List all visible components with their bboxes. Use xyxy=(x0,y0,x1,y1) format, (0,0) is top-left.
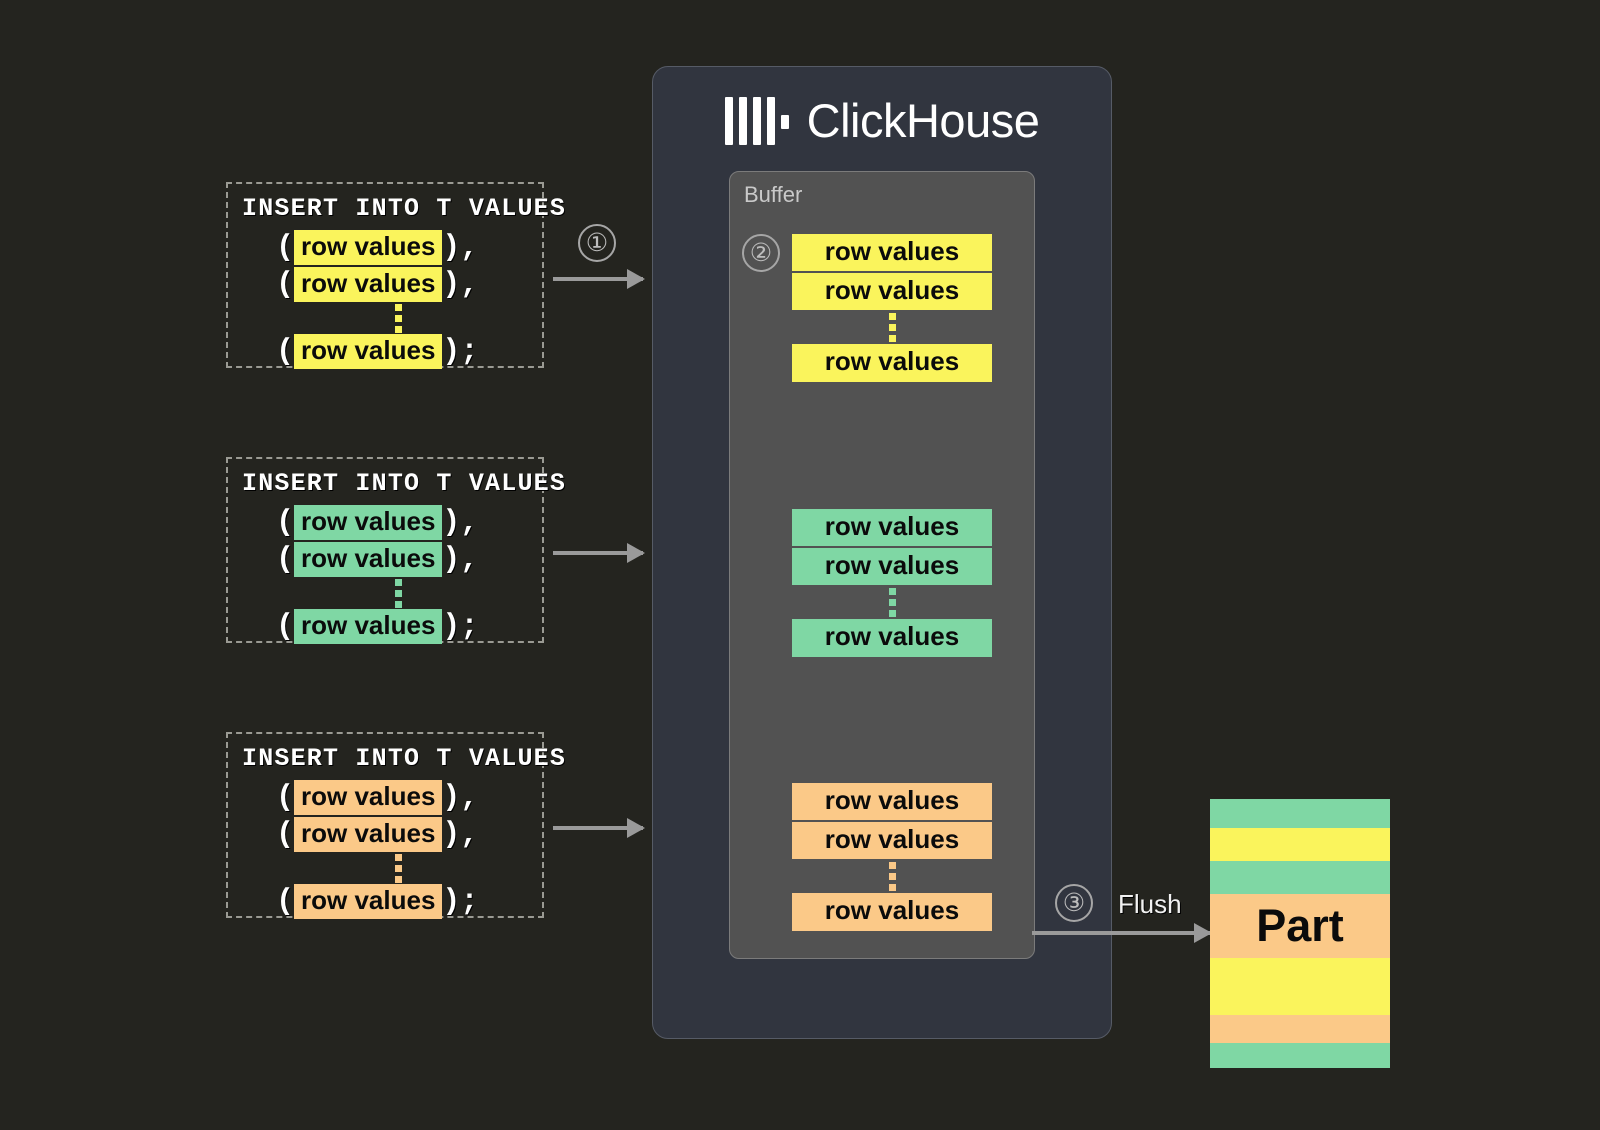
row-values-chip: row values xyxy=(792,548,992,586)
row-values-chip: row values xyxy=(294,505,443,540)
buffer-group-green: row values row values row values xyxy=(792,509,992,657)
clickhouse-title: ClickHouse xyxy=(806,94,1040,147)
arrow-flush xyxy=(1032,923,1212,943)
row-values-chip: row values xyxy=(792,509,992,547)
row-values-chip: row values xyxy=(294,884,443,919)
arrow-insert-3 xyxy=(553,818,645,838)
row-values-chip: row values xyxy=(294,780,443,815)
vertical-ellipsis-icon xyxy=(792,585,992,619)
row-values-chip: row values xyxy=(792,234,992,272)
step-marker-2: ② xyxy=(742,234,780,272)
row-values-chip: row values xyxy=(792,344,992,382)
open-paren: ( xyxy=(276,780,295,815)
open-paren: ( xyxy=(276,884,295,919)
clickhouse-logo-icon xyxy=(724,96,789,145)
close-paren: ), xyxy=(442,542,479,577)
row-values-chip: row values xyxy=(792,783,992,821)
row-values-chip: row values xyxy=(294,609,443,644)
buffer-panel: Buffer row values row values row values … xyxy=(729,171,1035,959)
row-values-chip: row values xyxy=(294,817,443,852)
close-paren: ); xyxy=(442,609,479,644)
vertical-ellipsis-icon xyxy=(792,310,992,344)
insert-header: INSERT INTO T VALUES xyxy=(242,469,567,498)
vertical-ellipsis-icon xyxy=(276,303,476,333)
vertical-ellipsis-icon xyxy=(276,853,476,883)
flush-label: Flush xyxy=(1118,889,1182,919)
insert-row-line: ( row values ); xyxy=(276,608,528,645)
close-paren: ), xyxy=(442,230,479,265)
step-marker-1: ① xyxy=(578,224,616,262)
close-paren: ), xyxy=(442,817,479,852)
insert-row-line: ( row values ), xyxy=(276,816,528,853)
close-paren: ), xyxy=(442,267,479,302)
part-block: Part xyxy=(1210,799,1390,1068)
open-paren: ( xyxy=(276,542,295,577)
step-marker-3: ③ xyxy=(1055,884,1093,922)
open-paren: ( xyxy=(276,505,295,540)
row-values-chip: row values xyxy=(792,619,992,657)
insert-row-line: ( row values ), xyxy=(276,266,528,303)
row-values-chip: row values xyxy=(792,893,992,931)
close-paren: ), xyxy=(442,505,479,540)
vertical-ellipsis-icon xyxy=(792,859,992,893)
close-paren: ); xyxy=(442,884,479,919)
vertical-ellipsis-icon xyxy=(276,578,476,608)
close-paren: ); xyxy=(442,334,479,369)
insert-header: INSERT INTO T VALUES xyxy=(242,744,567,773)
part-stripe-yellow xyxy=(1210,958,1390,1015)
part-stripe-yellow xyxy=(1210,828,1390,861)
open-paren: ( xyxy=(276,609,295,644)
insert-statement-box-1: INSERT INTO T VALUES ( row values ), ( r… xyxy=(226,182,567,370)
buffer-group-yellow: row values row values row values xyxy=(792,234,992,382)
insert-statement-box-3: INSERT INTO T VALUES ( row values ), ( r… xyxy=(226,732,567,920)
insert-row-line: ( row values ), xyxy=(276,541,528,578)
arrow-insert-1 xyxy=(553,269,645,289)
insert-statement-box-2: INSERT INTO T VALUES ( row values ), ( r… xyxy=(226,457,567,645)
row-values-chip: row values xyxy=(294,334,443,369)
insert-row-line: ( row values ), xyxy=(276,779,528,816)
open-paren: ( xyxy=(276,334,295,369)
insert-row-line: ( row values ), xyxy=(276,229,528,266)
part-stripe-green xyxy=(1210,861,1390,894)
buffer-group-orange: row values row values row values xyxy=(792,783,992,931)
clickhouse-header: ClickHouse xyxy=(653,93,1111,148)
insert-header: INSERT INTO T VALUES xyxy=(242,194,567,223)
row-values-chip: row values xyxy=(792,273,992,311)
open-paren: ( xyxy=(276,817,295,852)
insert-row-line: ( row values ); xyxy=(276,333,528,370)
open-paren: ( xyxy=(276,230,295,265)
open-paren: ( xyxy=(276,267,295,302)
arrow-insert-2 xyxy=(553,543,645,563)
row-values-chip: row values xyxy=(294,230,443,265)
part-stripe-green xyxy=(1210,799,1390,828)
part-stripe-green xyxy=(1210,1043,1390,1068)
insert-row-line: ( row values ); xyxy=(276,883,528,920)
buffer-label: Buffer xyxy=(744,182,803,207)
close-paren: ), xyxy=(442,780,479,815)
part-label: Part xyxy=(1256,900,1344,951)
insert-row-line: ( row values ), xyxy=(276,504,528,541)
part-stripe-orange xyxy=(1210,1015,1390,1043)
clickhouse-panel: ClickHouse Buffer row values row values … xyxy=(652,66,1112,1039)
part-stripe-orange-labeled: Part xyxy=(1210,894,1390,958)
row-values-chip: row values xyxy=(294,267,443,302)
row-values-chip: row values xyxy=(792,822,992,860)
row-values-chip: row values xyxy=(294,542,443,577)
